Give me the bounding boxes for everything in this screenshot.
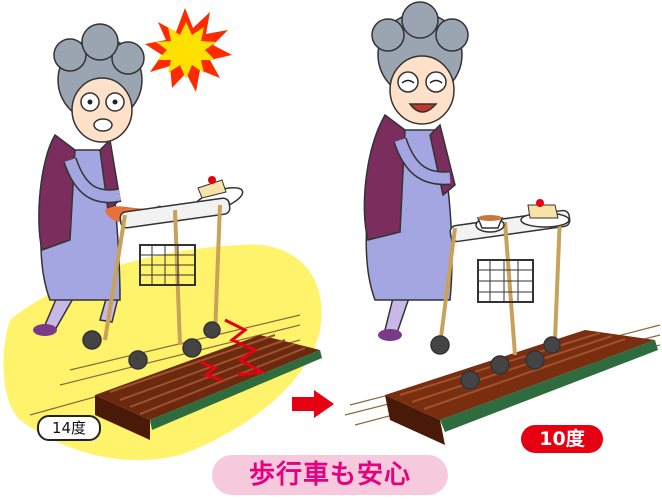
- impact-zigzag: [224, 318, 267, 377]
- angle-label-before: 14度: [37, 415, 101, 441]
- sunburst-icon: [145, 8, 232, 92]
- caption-banner: 歩行車も安心: [212, 455, 448, 495]
- tea-cup-cake-tray: [475, 199, 570, 233]
- elderly-woman-shocked: [33, 23, 145, 336]
- impact-zigzag-2: [199, 360, 223, 382]
- elderly-woman-smiling: [363, 1, 469, 341]
- arrow-right-icon: [292, 390, 334, 418]
- ramp-right: [385, 330, 658, 445]
- walker-left: [82, 197, 231, 370]
- angle-label-after: 10度: [521, 425, 603, 453]
